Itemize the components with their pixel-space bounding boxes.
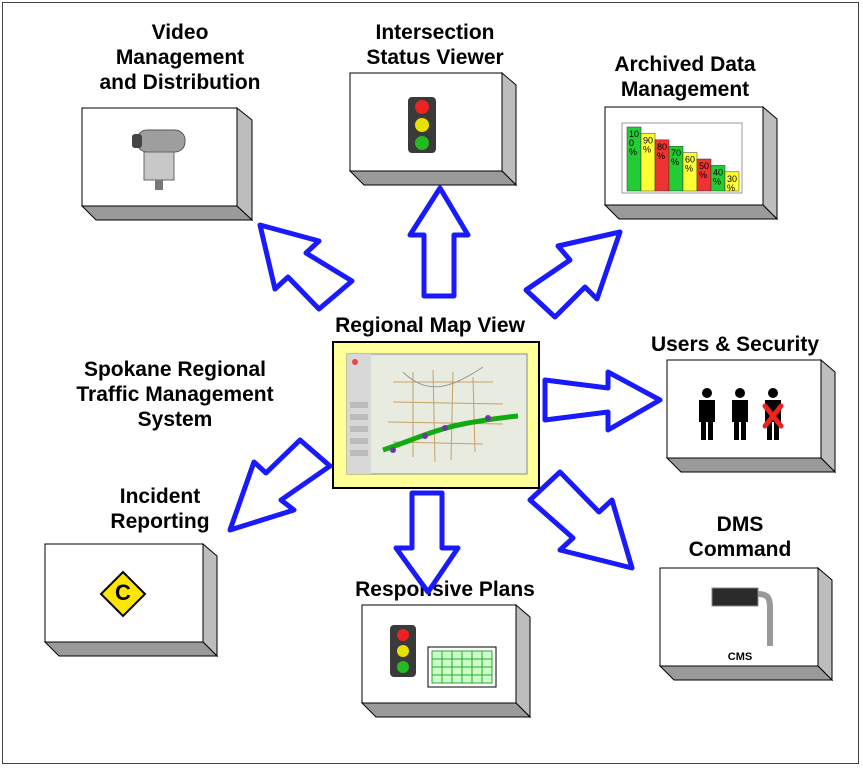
dms-sign-label: CMS: [727, 651, 753, 663]
arrow-to-video: [257, 222, 355, 312]
regional-map-title: Regional Map View: [335, 314, 525, 337]
map-route: [382, 413, 519, 453]
traffic-light-icon: [390, 625, 416, 677]
arrow-to-users: [542, 369, 663, 433]
arrow-to-intersection: [407, 185, 471, 299]
arrow-to-incident: [227, 437, 333, 533]
system-title: Spokane Regional Traffic Management Syst…: [76, 358, 274, 431]
arrow-to-dms: [527, 469, 635, 571]
bar-label-90: 90%: [643, 135, 653, 154]
video-management-title: Video Management and Distribution: [99, 21, 261, 94]
dms-command-title: DMS Command: [688, 513, 792, 561]
camera-icon: [132, 129, 186, 190]
arrow-to-archived: [523, 229, 623, 320]
bar-label-80: 80%: [657, 142, 667, 161]
traffic-light-icon: [408, 97, 436, 153]
incident-reporting-title: Incident Reporting: [110, 485, 210, 533]
video-management-card[interactable]: [80, 106, 254, 222]
intersection-status-card[interactable]: [348, 71, 518, 187]
responsive-plans-title: Responsive Plans: [355, 578, 535, 601]
regional-map-card[interactable]: [332, 341, 540, 489]
bar-label-50: 50%: [699, 161, 709, 180]
bar-label-40: 40%: [713, 167, 723, 186]
bar-label-70: 70%: [671, 148, 681, 167]
users-icon: [699, 388, 781, 440]
arrow-to-responsive: [393, 490, 461, 595]
intersection-status-title: Intersection Status Viewer: [366, 21, 504, 69]
denied-user-x-icon: [762, 403, 784, 429]
map-roads: [387, 366, 504, 463]
bar-30: [724, 171, 740, 192]
dms-sign-icon: [711, 587, 773, 646]
users-security-card[interactable]: [665, 358, 837, 474]
incident-sign-icon: [99, 570, 147, 618]
dms-command-card[interactable]: CMS: [658, 566, 834, 682]
timing-plan-grid-icon: [427, 646, 497, 688]
bar-label-60: 60%: [685, 155, 695, 174]
responsive-plans-card[interactable]: [360, 603, 532, 719]
bar-label-30: 30%: [727, 174, 737, 193]
archived-data-title: Archived Data Management: [614, 53, 756, 101]
incident-sign-letter: C: [115, 580, 131, 605]
users-security-title: Users & Security: [650, 333, 820, 356]
incident-reporting-card[interactable]: C: [43, 542, 219, 658]
map-screenshot: [346, 353, 528, 475]
